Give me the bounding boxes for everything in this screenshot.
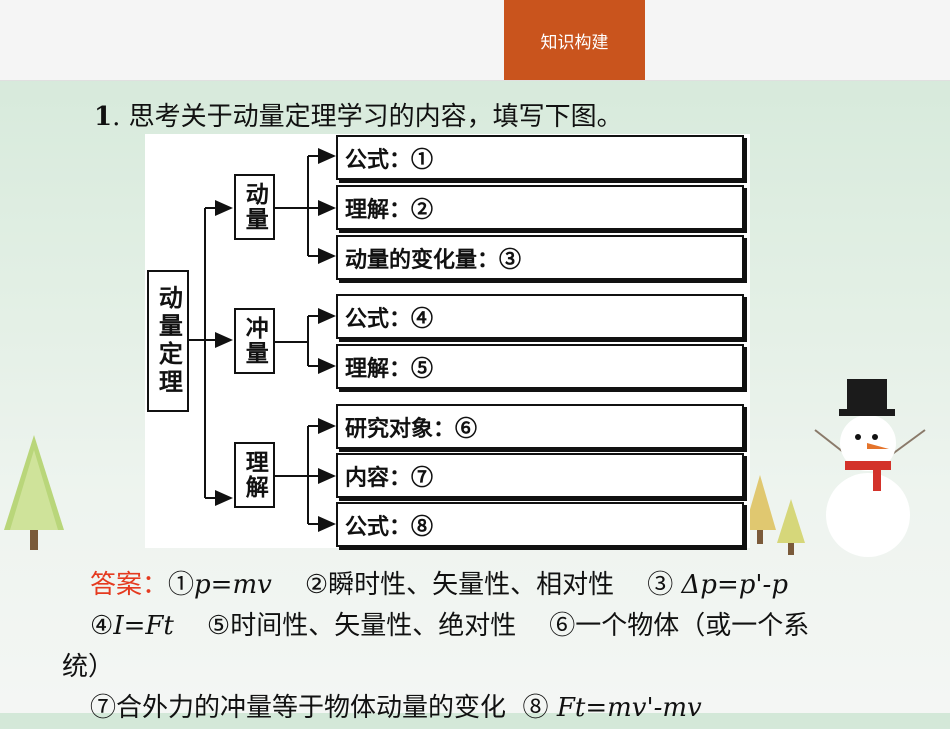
answer-6-continued: 统） xyxy=(62,652,115,682)
leaf-box-momentum-change: 动量的变化量：③ xyxy=(336,235,744,280)
answer-line-4: ⑦合外力的冲量等于物体动量的变化 ⑧ Ft=mv'-mv xyxy=(62,688,892,729)
answer-4: I=Ft xyxy=(113,611,174,641)
answer-6: ⑥一个物体（或一个系 xyxy=(549,611,810,641)
answer-line-1: 答案：①p=mv ②瞬时性、矢量性、相对性 ③ Δp=p'-p xyxy=(62,565,892,606)
tab-knowledge-construction[interactable]: 知识构建 xyxy=(504,0,645,80)
answer-label: 答案： xyxy=(90,570,169,600)
answer-3-number: ③ xyxy=(647,570,674,600)
leaf-box-theorem-formula: 公式：⑧ xyxy=(336,502,744,547)
pine-tree-left-illustration xyxy=(4,435,64,550)
answer-7: ⑦合外力的冲量等于物体动量的变化 xyxy=(90,693,507,723)
leaf-box-impulse-formula: 公式：④ xyxy=(336,294,744,339)
answer-1: p=mv xyxy=(194,570,272,600)
answer-8: Ft=mv'-mv xyxy=(556,693,702,723)
answer-block: 答案：①p=mv ②瞬时性、矢量性、相对性 ③ Δp=p'-p ④I=Ft ⑤时… xyxy=(62,565,892,729)
question-number: 1 xyxy=(94,102,113,132)
snowman-illustration xyxy=(814,379,926,557)
answer-3: Δp=p'-p xyxy=(681,570,788,600)
answer-line-3: 统） xyxy=(62,647,892,688)
question-body: . 思考关于动量定理学习的内容，填写下图。 xyxy=(112,102,623,132)
concept-diagram: 动量定理 动量 冲量 理解 公式：① 理解：② 动量的变化量：③ 公式：④ 理解… xyxy=(145,134,750,548)
leaf-box-momentum-formula: 公式：① xyxy=(336,135,744,180)
root-node: 动量定理 xyxy=(147,270,189,412)
leaf-box-content: 内容：⑦ xyxy=(336,453,744,498)
leaf-box-research-object: 研究对象：⑥ xyxy=(336,404,744,449)
question-text: 1. 思考关于动量定理学习的内容，填写下图。 xyxy=(94,96,623,133)
top-bar: 知识构建 xyxy=(0,0,950,81)
answer-line-2: ④I=Ft ⑤时间性、矢量性、绝对性 ⑥一个物体（或一个系 xyxy=(62,606,892,647)
answer-8-number: ⑧ xyxy=(522,693,549,723)
answer-2: ②瞬时性、矢量性、相对性 xyxy=(304,570,615,600)
pine-tree-small-illustration-2 xyxy=(777,499,805,555)
branch-node-understanding: 理解 xyxy=(234,442,275,508)
answer-5: ⑤时间性、矢量性、绝对性 xyxy=(206,611,517,641)
leaf-box-impulse-understanding: 理解：⑤ xyxy=(336,344,744,389)
answer-1-number: ① xyxy=(168,570,195,600)
diagram-connectors xyxy=(189,148,336,532)
branch-node-impulse: 冲量 xyxy=(234,308,275,374)
pine-tree-small-illustration xyxy=(744,475,776,544)
branch-node-momentum: 动量 xyxy=(234,174,275,240)
leaf-box-momentum-understanding: 理解：② xyxy=(336,185,744,230)
answer-4-number: ④ xyxy=(90,611,114,641)
